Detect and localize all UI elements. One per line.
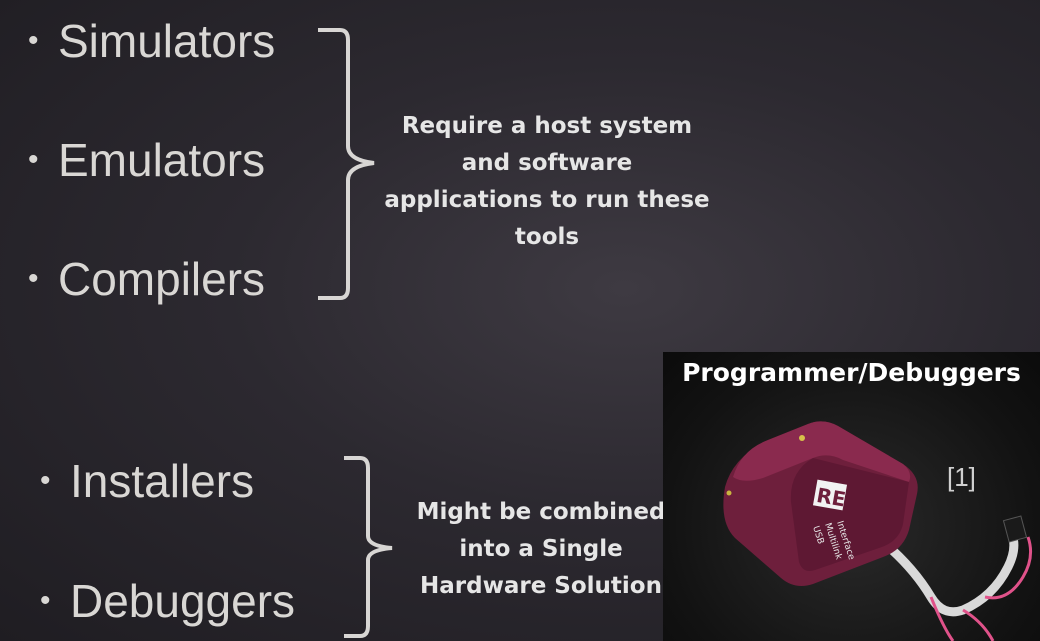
note-line: Require a host system bbox=[401, 113, 693, 139]
bullet-label: Compilers bbox=[58, 253, 266, 305]
bullet-debuggers: • Debuggers bbox=[40, 578, 295, 624]
bullet-label: Simulators bbox=[58, 15, 276, 67]
reference-label: [1] bbox=[947, 462, 976, 492]
bullet-compilers: • Compilers bbox=[28, 256, 265, 302]
bullet-dot-icon: • bbox=[40, 463, 51, 497]
group1-note: Require a host system and software appli… bbox=[384, 108, 710, 256]
bullet-dot-icon: • bbox=[28, 261, 39, 295]
bullet-simulators: • Simulators bbox=[28, 18, 275, 64]
curly-brace-icon bbox=[318, 28, 375, 300]
bullet-dot-icon: • bbox=[28, 23, 39, 57]
panel-title: Programmer/Debuggers bbox=[682, 358, 1021, 387]
note-line: tools bbox=[514, 224, 580, 250]
group2-note: Might be combined into a Single Hardware… bbox=[402, 494, 680, 605]
note-line: into a Single bbox=[459, 536, 623, 562]
bullet-label: Installers bbox=[70, 455, 255, 507]
device-panel: Programmer/Debuggers [1] RE USB Multilin… bbox=[663, 352, 1040, 641]
bullet-emulators: • Emulators bbox=[28, 137, 265, 183]
note-line: Might be combined bbox=[416, 499, 666, 525]
bullet-label: Emulators bbox=[58, 134, 266, 186]
device-logo: RE bbox=[815, 483, 848, 512]
note-line: and software bbox=[461, 150, 633, 176]
bullet-dot-icon: • bbox=[40, 583, 51, 617]
curly-brace-icon bbox=[344, 456, 393, 638]
bullet-installers: • Installers bbox=[40, 458, 254, 504]
note-line: applications to run these bbox=[384, 187, 710, 213]
bullet-label: Debuggers bbox=[70, 575, 296, 627]
bullet-dot-icon: • bbox=[28, 142, 39, 176]
usb-multilink-device-image: RE USB Multilink Interface bbox=[723, 421, 1033, 641]
note-line: Hardware Solution bbox=[420, 573, 662, 599]
